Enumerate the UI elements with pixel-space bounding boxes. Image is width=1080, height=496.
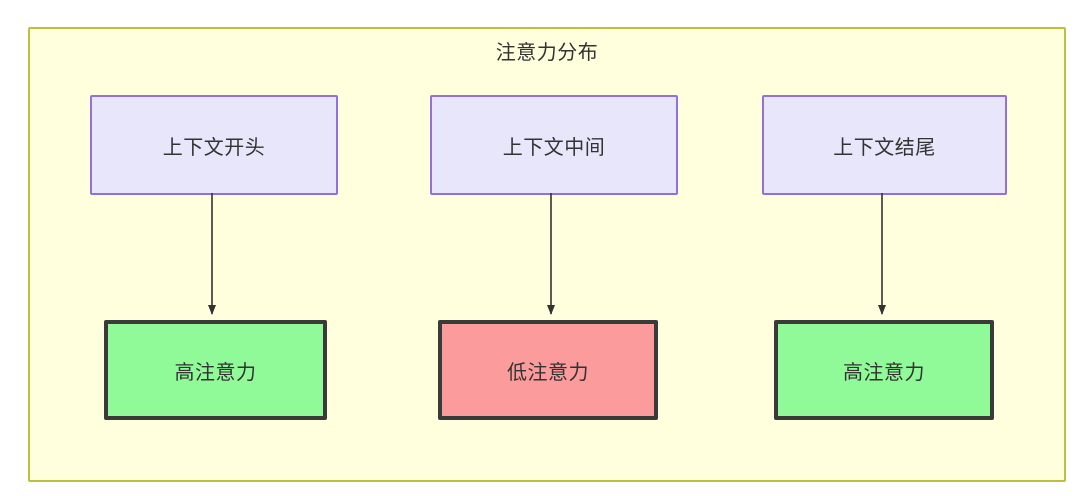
node-attention-low-middle[interactable]: 低注意力 [438,320,658,420]
node-attention-low-middle-label: 低注意力 [507,361,589,384]
node-attention-high-end[interactable]: 高注意力 [774,320,994,420]
node-attention-high-end-label: 高注意力 [843,361,925,384]
subgraph-title: 注意力分布 [495,42,599,64]
node-context-middle[interactable]: 上下文中间 [430,95,678,195]
node-context-middle-label: 上下文中间 [502,136,606,159]
node-context-start[interactable]: 上下文开头 [90,95,338,195]
node-context-end[interactable]: 上下文结尾 [762,95,1007,195]
node-context-start-label: 上下文开头 [162,136,266,159]
node-attention-high-start[interactable]: 高注意力 [104,320,327,420]
node-attention-high-start-label: 高注意力 [174,361,257,384]
node-context-end-label: 上下文结尾 [833,136,936,159]
subgraph-attention-distribution: 注意力分布 上下文开头 上下文中间 上下文结尾 高注意力 低注意力 高注意力 [28,27,1066,482]
